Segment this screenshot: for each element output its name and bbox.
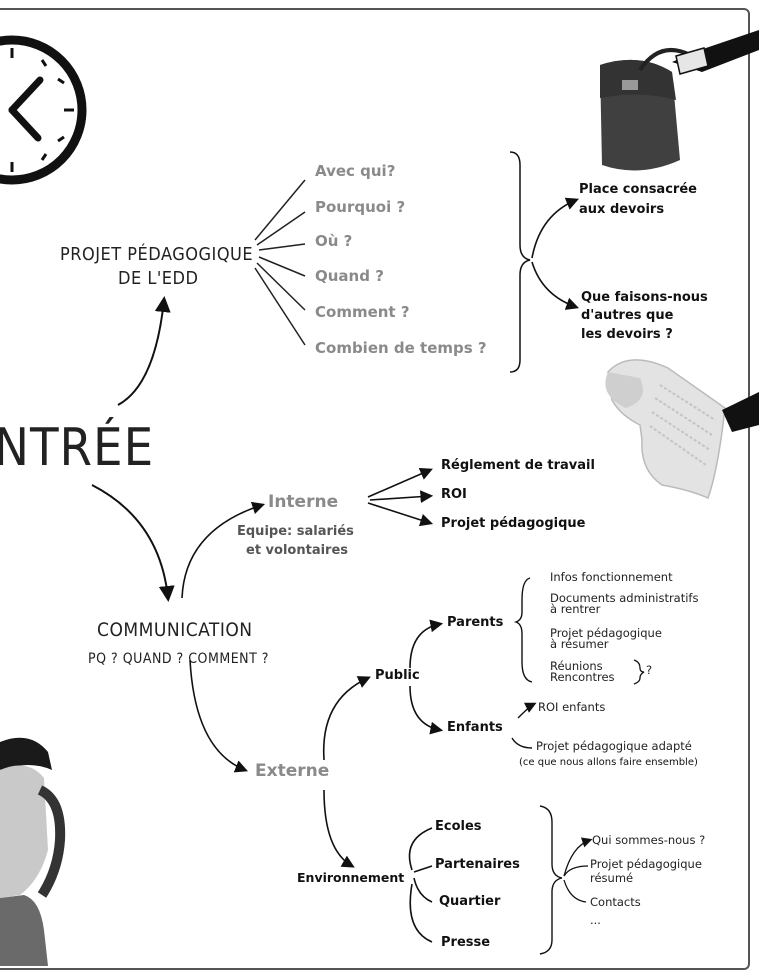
env-item-partenaires: Partenaires (435, 857, 520, 872)
public-label: Public (375, 668, 420, 683)
parents-item-infos: Infos fonctionnement (550, 570, 673, 584)
question-avec-qui: Avec qui? (315, 162, 396, 180)
interne-desc-line1: Equipe: salariés (237, 524, 354, 539)
env-outcome-ellipsis: ... (590, 913, 601, 927)
interne-label: Interne (268, 492, 339, 512)
externe-label: Externe (255, 761, 330, 781)
parents-item-reunions-mark: ? (646, 663, 653, 677)
interne-item-roi: ROI (441, 487, 467, 502)
interne-item-projet: Projet pédagogique (441, 516, 586, 531)
communication-subtitle: PQ ? QUAND ? COMMENT ? (88, 651, 269, 667)
enfants-label: Enfants (447, 720, 503, 735)
interne-desc-line2: et volontaires (246, 543, 349, 558)
question-pourquoi: Pourquoi ? (315, 198, 406, 216)
brace-questions (509, 151, 531, 373)
parents-item-documents-line2: à rentrer (550, 602, 601, 616)
parents-item-projet-line2: à résumer (550, 637, 609, 651)
question-quand: Quand ? (315, 267, 384, 285)
env-item-ecoles: Ecoles (435, 819, 482, 834)
outcome-autres-line1: Que faisons-nous (581, 290, 708, 305)
env-outcome-projet-line2: résumé (590, 871, 634, 885)
interne-item-reglement: Réglement de travail (441, 458, 595, 473)
projet-title-line2: DE L'EDD (118, 268, 199, 289)
env-outcome-qui: Qui sommes-nous ? (592, 833, 706, 847)
projet-title-line1: PROJET PÉDAGOGIQUE (60, 244, 254, 265)
person-illustration (0, 737, 66, 966)
environnement-label: Environnement (297, 870, 405, 885)
parents-item-reunions-line1: Réunions (550, 659, 603, 673)
outcome-place-line1: Place consacrée (579, 182, 697, 197)
env-item-quartier: Quartier (439, 894, 501, 909)
parents-label: Parents (447, 615, 504, 630)
outcome-autres-line2: d'autres que (581, 308, 674, 323)
question-ou: Où ? (315, 232, 353, 250)
question-combien-de-temps: Combien de temps ? (315, 339, 487, 357)
communication-title: COMMUNICATION (97, 619, 253, 641)
outcome-place-line2: aux devoirs (579, 202, 665, 217)
parents-item-reunions-line2: Rencontres (550, 670, 615, 684)
env-item-presse: Presse (441, 935, 491, 950)
outcome-autres-line3: les devoirs ? (581, 327, 673, 342)
parents-item-documents-line1: Documents administratifs (550, 591, 699, 605)
enfants-item-projet-line1: Projet pédagogique adapté (536, 739, 692, 753)
env-outcome-projet-line1: Projet pédagogique (590, 857, 702, 871)
briefcase-icon (600, 30, 759, 171)
env-outcome-contacts: Contacts (590, 895, 641, 909)
enfants-item-projet-line2: (ce que nous allons faire ensemble) (519, 757, 698, 768)
scroll-document-icon (605, 359, 759, 500)
parents-item-projet-line1: Projet pédagogique (550, 626, 662, 640)
clock-icon (0, 35, 87, 185)
enfants-item-roi: ROI enfants (538, 700, 606, 714)
center-title: NTRÉE (0, 418, 155, 478)
question-comment: Comment ? (315, 303, 410, 321)
